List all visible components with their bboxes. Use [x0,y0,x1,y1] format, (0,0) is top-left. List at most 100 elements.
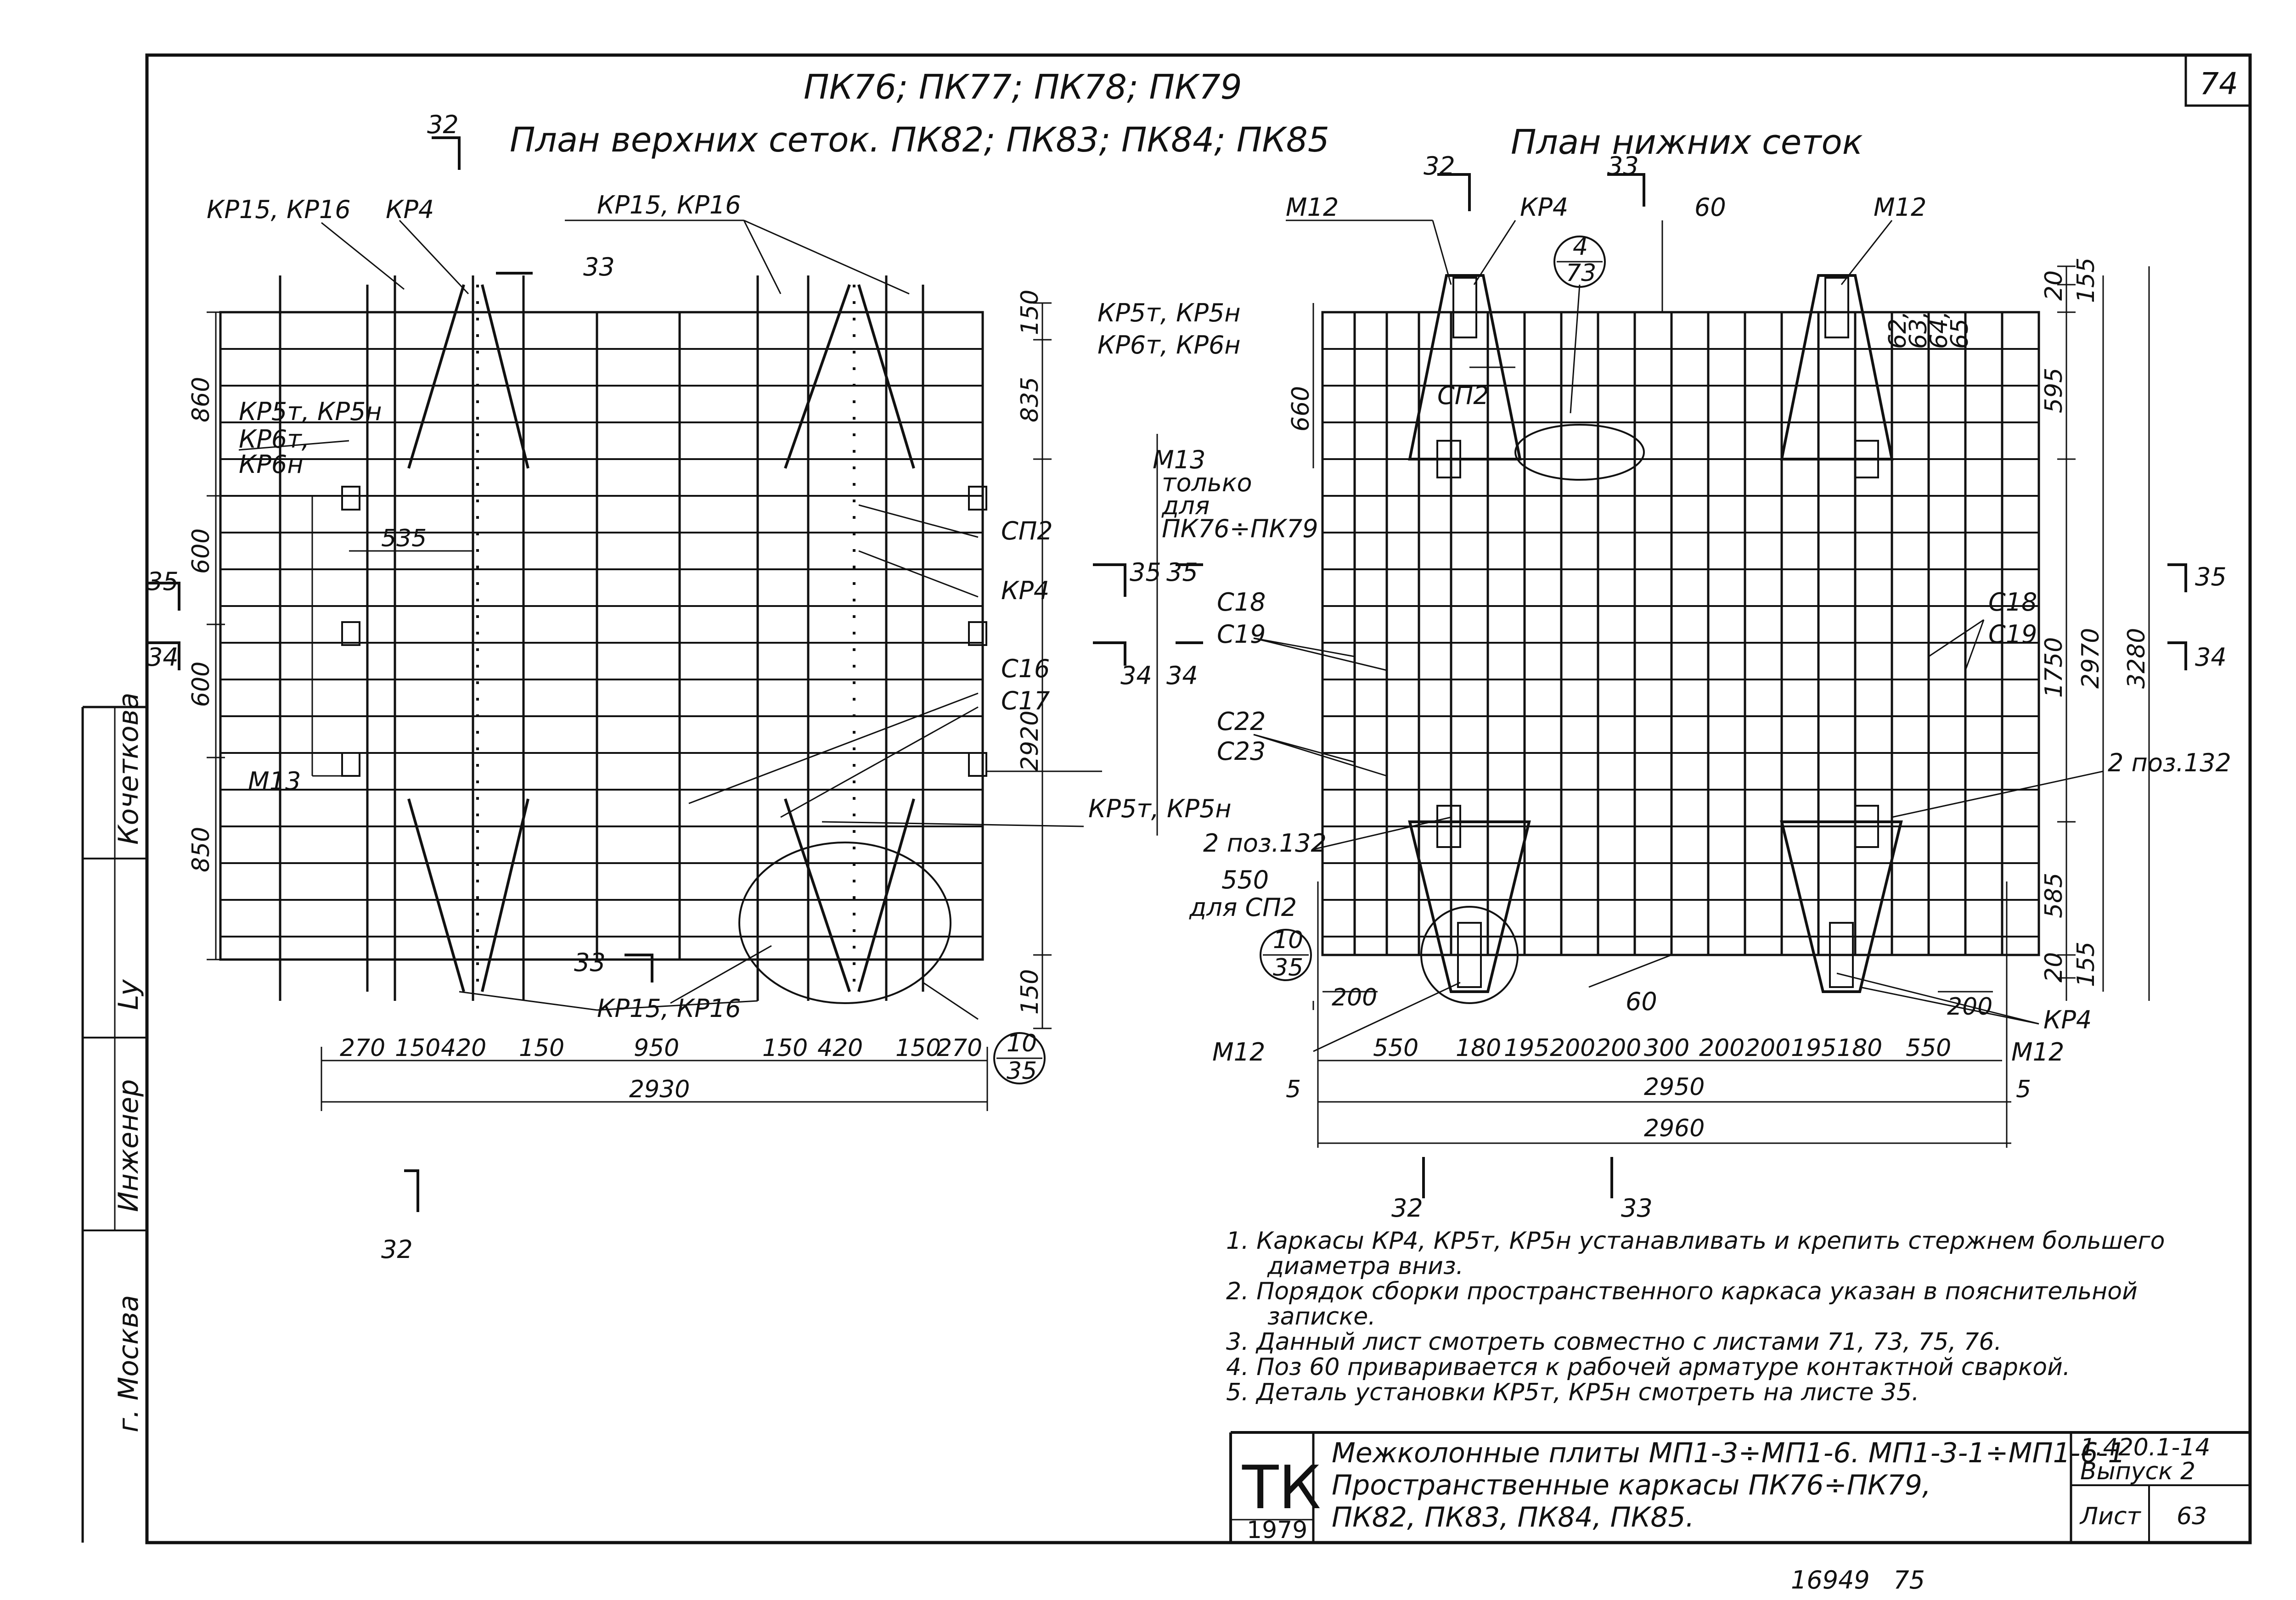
lbl-200-left: 200 [1332,984,1377,1011]
notes: 1. Каркасы КР4, КР5т, КР5н устанавливать… [1226,1227,2165,1406]
note-4: 4. Поз 60 приваривается к рабочей армату… [1226,1353,2070,1381]
tb-logo: ТК [1242,1453,1321,1522]
left-m13-plates [341,486,987,777]
right-detail-bot-num: 10 [1273,926,1303,954]
lbl-m13-range: ПК76÷ПК79 [1162,514,1318,543]
left-detail-num: 10 [1007,1030,1037,1057]
dim-2970: 2970 [2077,628,2105,689]
right-detail-top-num: 4 [1573,233,1588,261]
lbl-sp2-550: 550 [1221,865,1269,894]
sec-33-left: 33 [583,253,615,281]
lbl-pos-65: 65 [1946,319,1974,349]
lbl-m13-for: для [1161,491,1210,520]
lbl-kr4-top-left: КР4 [386,195,434,224]
left-plan-dims: 860 600 600 850 535 150 835 2920 150 270… [187,290,1044,1103]
dim-b-150b: 150 [519,1034,564,1062]
left-detail-sheet: 35 [1007,1057,1037,1085]
dim-2950: 2950 [1644,1073,1705,1101]
lbl-kr4-bottom: КР4 [2043,1005,2092,1034]
lbl-sp2-for: для СП2 [1189,893,1297,922]
left-plan [207,219,1158,1111]
dim-b-420b: 420 [817,1034,863,1062]
lbl-kr15-kr16-bottom: КР15, КР16 [597,994,741,1023]
left-detail-callout: 10 35 [993,1030,1046,1085]
section-marks [147,136,2187,1212]
right-detail-ellipse [1514,424,1645,481]
dim-r-20b: 20 [2040,952,2068,982]
dim-left-total: 2930 [629,1076,690,1103]
page-number: 74 [2200,66,2238,101]
lbl-pos-62: 62, [1884,311,1912,349]
lbl-c23: С23 [1217,737,1266,766]
right-plan-labels: М12 КР4 60 М12 КР5т, КР5н КР6т, КР6н СП2… [1097,193,2231,1067]
left-dim-lines [207,302,1052,1111]
note-1b: диаметра вниз. [1267,1252,1463,1280]
lbl-c22: С22 [1217,707,1266,736]
dim-rb-550a: 550 [1373,1034,1418,1062]
note-5: 5. Деталь установки КР5т, КР5н смотреть … [1226,1379,1919,1406]
sec-32-right: 32 [1424,152,1455,180]
lbl-m12-top-right: М12 [1874,193,1926,222]
dim-r-1750: 1750 [2040,637,2068,698]
right-detail-callout-top: 4 73 [1553,233,1606,288]
dim-rb-195b: 195 [1791,1034,1836,1062]
dim-b-150c: 150 [762,1034,808,1062]
lbl-c17: С17 [1001,686,1050,715]
lbl-kr5t-kr5n-mid: КР5т, КР5н [1088,794,1232,823]
sec-33-right: 33 [1607,152,1639,180]
dim-rb-200a: 200 [1550,1034,1595,1062]
dim-b-270b: 270 [937,1034,982,1062]
lbl-sp2-right: СП2 [1437,381,1489,410]
dim-660: 660 [1287,386,1315,432]
dim-rb-180b: 180 [1837,1034,1882,1062]
side-name: Кочеткова [113,692,145,845]
tb-sheet-label: Лист [2079,1503,2141,1530]
sec-33-bottom-right: 33 [1621,1194,1653,1223]
lbl-60-top: 60 [1694,193,1726,222]
dim-835: 835 [1016,377,1044,422]
dim-b-150a: 150 [395,1034,440,1062]
right-leaders [1253,219,2104,1052]
section-mark-labels: 32 32 32 33 33 33 32 33 35 34 35 34 35 3… [147,110,2227,1264]
dim-2920: 2920 [1016,711,1044,771]
left-vertical-bars [279,275,924,1001]
lbl-kr6t-kr6n-right: КР6т, КР6н [1097,331,1241,359]
sheet-frame [81,53,2252,1544]
tb-line3: ПК82, ПК83, ПК84, ПК85. [1332,1501,1694,1533]
lbl-pos-64: 64, [1925,311,1953,349]
sec-35-mid: 35 [1130,558,1161,587]
right-plan-dims: 660 20 155 595 1750 585 20 155 2970 3280… [1286,258,2150,1142]
dim-rb-195a: 195 [1504,1034,1549,1062]
sec-35-left: 35 [147,567,179,596]
lbl-m13-only: только [1162,468,1252,497]
note-2: 2. Порядок сборки пространственного карк… [1226,1278,2138,1305]
dim-b-270a: 270 [340,1034,385,1062]
lbl-c18-right: С18 [1988,588,2037,617]
sec-32-top: 32 [427,110,459,139]
lbl-kr15-kr16-top-left: КР15, КР16 [207,195,351,224]
title-block-text: ТК 1979 Межколонные плиты МП1-3÷МП1-6. М… [1242,1434,2210,1544]
lbl-kr6n: КР6н [239,450,304,479]
lbl-c16: С16 [1001,654,1050,683]
tb-line1: Межколонные плиты МП1-3÷МП1-6. МП1-3-1÷М… [1332,1437,2125,1469]
dim-rb-180a: 180 [1456,1034,1501,1062]
tb-code: 1.420.1-14 [2080,1434,2210,1461]
dim-3280: 3280 [2123,628,2150,689]
side-sign: Ly [113,979,145,1010]
dim-r-20a: 20 [2040,270,2068,301]
lbl-kr4-mid: КР4 [1001,576,1049,605]
sec-34-mid: 34 [1120,661,1152,690]
tb-line2: Пространственные каркасы ПК76÷ПК79, [1332,1469,1931,1501]
side-role: Инженер [113,1079,145,1212]
sec-34-left: 34 [147,643,179,672]
dim-b-950: 950 [634,1034,679,1062]
right-detail-bot-sheet: 35 [1273,954,1303,982]
dim-r-595: 595 [2040,368,2068,413]
lbl-200-right: 200 [1947,993,1992,1021]
side-stamp: г. Москва Инженер Ly Кочеткова [113,692,145,1432]
sec-34-mid-b: 34 [1166,661,1198,690]
lbl-kr4-top: КР4 [1520,193,1568,222]
lbl-sp2-left: СП2 [1001,516,1053,545]
sec-34-right: 34 [2195,643,2227,672]
